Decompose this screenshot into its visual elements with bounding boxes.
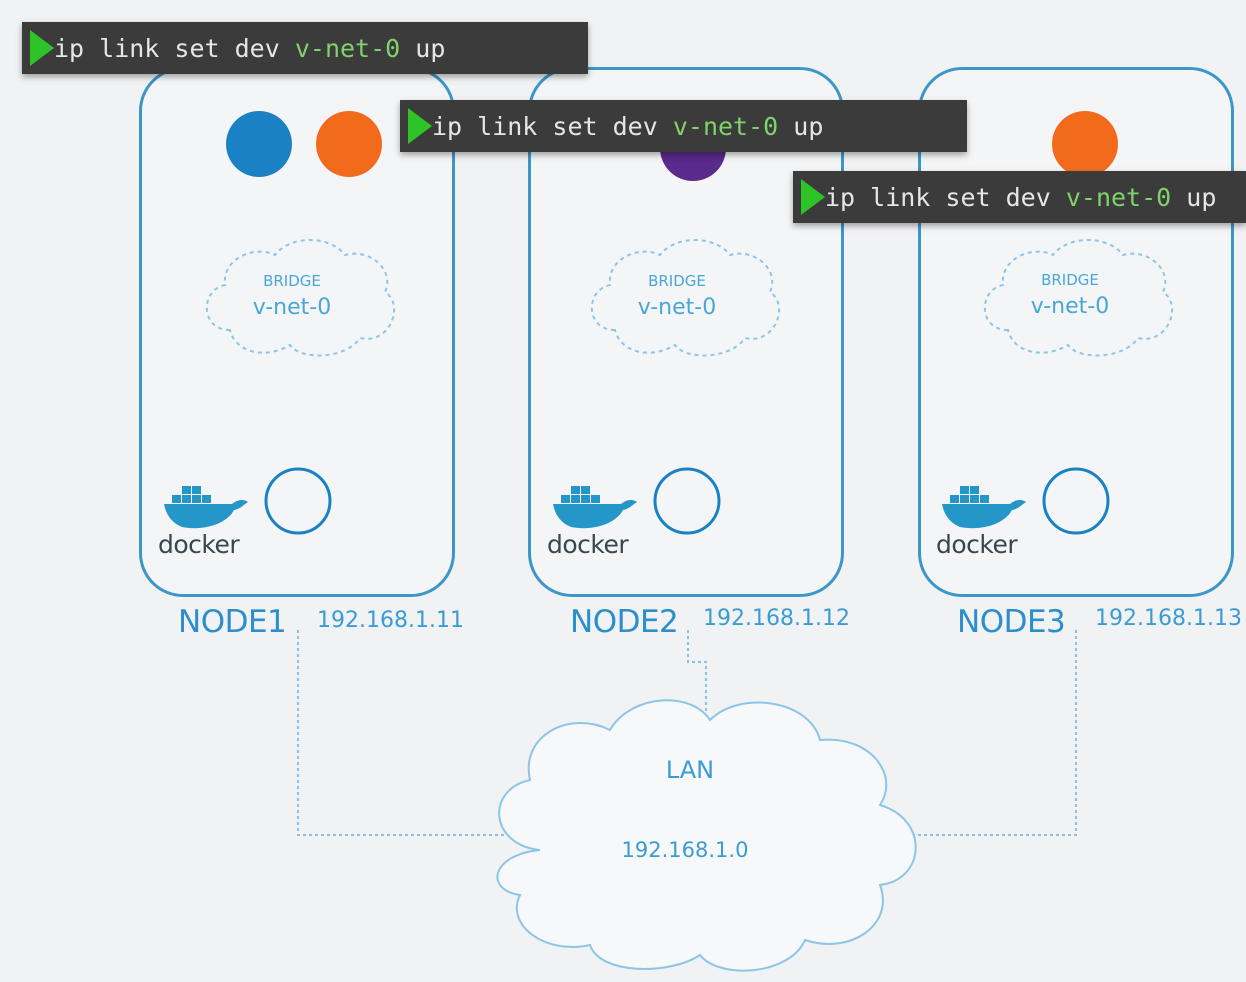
node1-container-orange <box>316 111 382 177</box>
terminal-window-1: ip link set dev v-net-0 up <box>22 22 588 74</box>
node2-ip: 192.168.1.12 <box>703 606 850 631</box>
node1-ip: 192.168.1.11 <box>317 608 464 633</box>
node2-name: NODE2 <box>570 604 679 640</box>
node2-bridge-name: v-net-0 <box>637 295 717 320</box>
terminal-prompt-icon <box>801 179 825 215</box>
node3-docker-label: docker <box>936 530 1018 559</box>
node3-bridge-cloud-icon <box>983 239 1174 357</box>
node3-docker-whale-icon <box>942 486 1026 529</box>
node1-docker-label: docker <box>158 530 240 559</box>
node2-lan-link <box>687 630 707 720</box>
terminal-3-tail: up <box>1186 182 1217 212</box>
node1-container-blue <box>226 111 292 177</box>
node1-bridge-title: BRIDGE <box>263 272 321 290</box>
node2-empty-container <box>653 467 721 535</box>
node1-empty-container <box>264 467 332 535</box>
node3-lan-link <box>912 630 1077 836</box>
terminal-prompt-icon <box>30 30 54 66</box>
terminal-3-arg: v-net-0 <box>1065 182 1172 212</box>
node1-lan-link <box>297 630 505 836</box>
terminal-3-cmd: ip link set dev <box>825 182 1051 212</box>
terminal-2-tail: up <box>793 111 824 141</box>
terminal-window-2: ip link set dev v-net-0 up <box>400 100 967 152</box>
terminal-1-tail: up <box>415 33 446 63</box>
node1-docker-whale-icon <box>164 486 248 529</box>
node3-container-orange <box>1052 111 1118 177</box>
terminal-2-arg: v-net-0 <box>672 111 779 141</box>
node3-bridge-title: BRIDGE <box>1041 271 1099 289</box>
node1-bridge-name: v-net-0 <box>252 295 332 320</box>
lan-title: LAN <box>665 756 715 784</box>
node3-name: NODE3 <box>957 604 1066 640</box>
node2-docker-whale-icon <box>553 486 637 529</box>
node2-bridge-cloud-icon <box>590 239 781 357</box>
node2-bridge-title: BRIDGE <box>648 272 706 290</box>
node3-ip: 192.168.1.13 <box>1095 606 1242 631</box>
terminal-prompt-icon <box>408 108 432 144</box>
terminal-1-cmd: ip link set dev <box>54 33 280 63</box>
terminal-1-arg: v-net-0 <box>294 33 401 63</box>
node3-empty-container <box>1042 467 1110 535</box>
terminal-window-3: ip link set dev v-net-0 up <box>793 171 1246 223</box>
node1-bridge-cloud-icon <box>205 239 396 357</box>
lan-cloud-icon <box>496 699 917 972</box>
terminal-2-cmd: ip link set dev <box>432 111 658 141</box>
node1-name: NODE1 <box>178 604 287 640</box>
lan-subnet: 192.168.1.0 <box>621 838 749 862</box>
node3-bridge-name: v-net-0 <box>1030 294 1110 319</box>
node2-docker-label: docker <box>547 530 629 559</box>
